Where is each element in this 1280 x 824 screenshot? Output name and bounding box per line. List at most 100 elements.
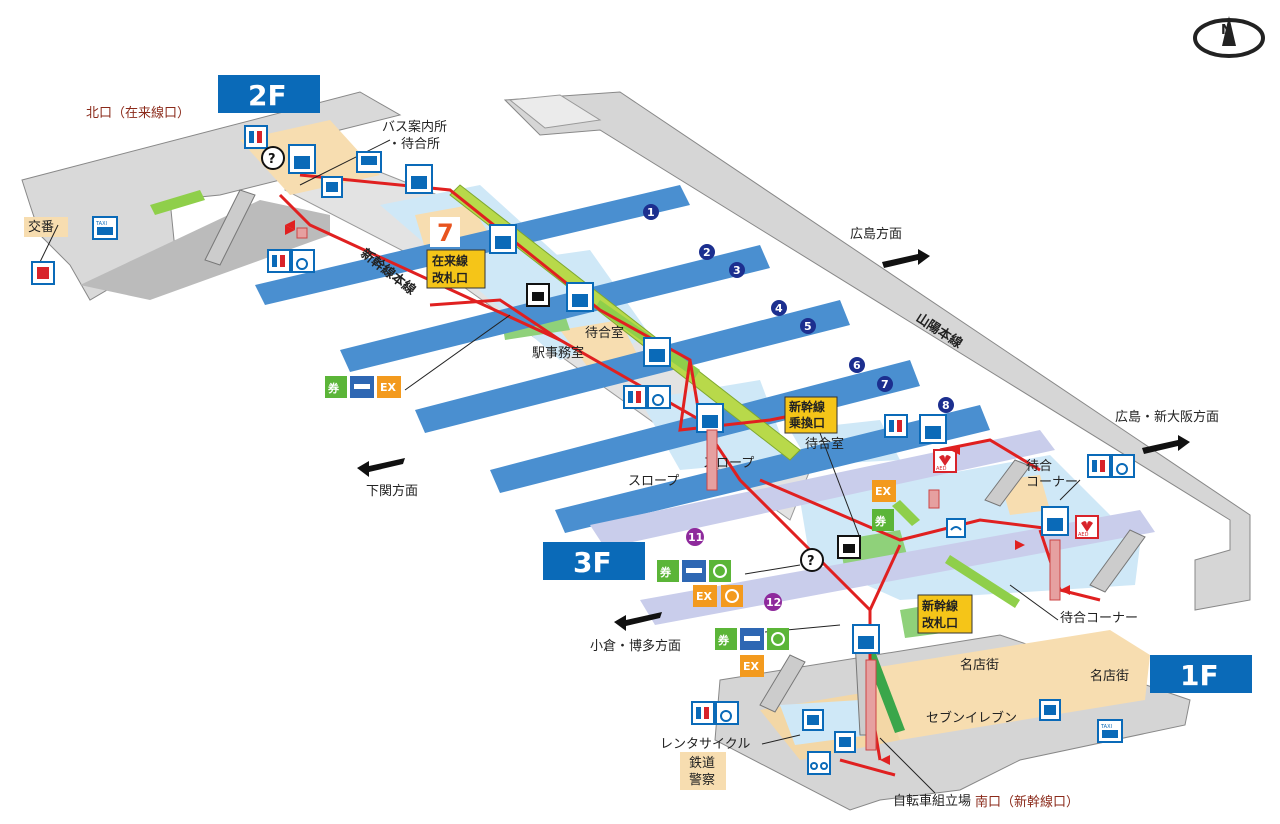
direction-kokura-hakata: 小倉・博多方面 [590,612,681,654]
svg-text:1F: 1F [1180,659,1219,692]
svg-text:1: 1 [647,206,655,219]
svg-text:新幹線: 新幹線 [922,598,958,613]
rental-cycle-label: レンタサイクル [660,737,750,752]
svg-text:3F: 3F [573,546,612,579]
svg-text:新幹線: 新幹線 [789,399,825,414]
wifi-icon [946,518,966,538]
meitengai-1-label: 名店街 [960,657,999,673]
ex-icon: EX [872,480,896,502]
locker-icon [834,731,856,753]
restroom-icon [267,249,291,273]
svg-text:7: 7 [881,378,889,391]
locker-icon [321,176,343,198]
svg-text:乗換口: 乗換口 [789,415,825,430]
lost-found-icon [526,283,550,307]
svg-text:小倉・博多方面: 小倉・博多方面 [590,638,681,654]
svg-text:AED: AED [936,466,947,472]
svg-text:券: 券 [874,514,887,528]
floor-badge-1f: 1F [1150,655,1252,693]
information-icon: ? [261,146,285,170]
platform-number-11: 11 [686,528,704,546]
meitengai-2-label: 名店街 [1090,668,1129,684]
svg-text:EX: EX [875,485,892,498]
koban-label: 交番 [28,219,54,235]
wheelchair-icon [1111,454,1135,478]
railway-police-label-1: 鉄道 [689,756,715,771]
elevator-icon [852,624,880,654]
ticket-machine-icon: 券 [657,560,679,582]
elevator-icon [696,403,724,433]
rental-cycle-icon [807,751,831,775]
station-office-label: 駅事務室 [532,345,584,361]
svg-text:5: 5 [804,320,812,333]
svg-text:11: 11 [688,531,703,544]
svg-text:券: 券 [717,633,730,647]
bicycle-assembly-label: 自転車組立場 [893,794,971,809]
platform-number-2: 2 [699,244,715,260]
waiting-room-1-label: 待合室 [585,325,624,341]
direction-shimonoseki: 下関方面 [357,458,418,499]
waiting-corner-1b-label: コーナー [1026,475,1078,490]
elevator-icon [643,337,671,367]
svg-text:券: 券 [659,565,672,579]
shinkansen-transfer-sign: 新幹線 乗換口 [784,396,838,434]
svg-text:AED: AED [1078,532,1089,538]
elevator-icon [919,414,947,444]
svg-text:下関方面: 下関方面 [366,483,418,499]
green-window-icon [709,560,731,582]
bus-info-label-1: バス案内所 [382,119,447,135]
svg-text:8: 8 [942,399,950,412]
elevator-icon [1041,506,1069,536]
svg-text:3: 3 [733,264,741,277]
compass-n-label: N [1221,23,1232,38]
platform-1 [255,185,690,305]
ticket-machine-icon: 券 [325,376,347,398]
ticket-machine-icon: 券 [715,628,737,650]
platform-2-3 [340,245,770,372]
restroom-icon [1087,454,1111,478]
platform-number-8: 8 [938,397,954,413]
green-window-icon [767,628,789,650]
restroom-icon [31,261,55,285]
svg-text:改札口: 改札口 [922,615,958,630]
compass-icon: N [1193,16,1265,58]
elevator-icon [288,144,316,174]
restroom-icon [691,701,715,725]
elevator-shafts [296,227,1061,751]
platform-number-5: 5 [800,318,816,334]
platform-8 [555,405,990,533]
bus-info-label-2: ・待合所 [388,137,440,152]
exit-south-label: 南口（新幹線口） [975,794,1079,810]
seven-eleven-logo: 7 [430,217,460,247]
elevator-icon [405,164,433,194]
svg-text:?: ? [807,554,815,569]
exit-north-label: 北口（在来線口） [86,105,190,121]
svg-text:広島・新大阪方面: 広島・新大阪方面 [1115,409,1219,425]
aed-icon: AED [933,449,957,473]
svg-text:2F: 2F [248,79,287,112]
locker-icon [1039,699,1061,721]
lost-found-icon [837,535,861,559]
svg-text:TAXI: TAXI [95,221,107,227]
restroom-icon [244,125,268,149]
elevator-icon [489,224,517,254]
svg-text:12: 12 [766,596,781,609]
slope-1-label: スロープ [628,474,679,489]
taxi-icon: TAXI [92,216,118,240]
route-arrow-markers [285,220,1070,765]
svg-text:券: 券 [327,381,340,395]
locker-icon [802,709,824,731]
svg-text:EX: EX [743,660,760,673]
restroom-icon [884,414,908,438]
direction-hiroshima: 広島方面 [850,226,930,268]
elevator-icon [566,282,594,312]
information-icon: ? [800,548,824,572]
ex-icon [721,585,743,607]
aed-icon: AED [1075,515,1099,539]
svg-text:改札口: 改札口 [432,270,468,285]
shinkansen-gate-sign: 新幹線 改札口 [917,594,973,634]
icons: TAXI TAXI ? ? 7 券 券 券 券 EX EX EX EX AED … [31,125,1135,775]
platform-number-4: 4 [771,300,787,316]
platform-number-12: 12 [764,593,782,611]
ex-icon: EX [693,585,717,607]
